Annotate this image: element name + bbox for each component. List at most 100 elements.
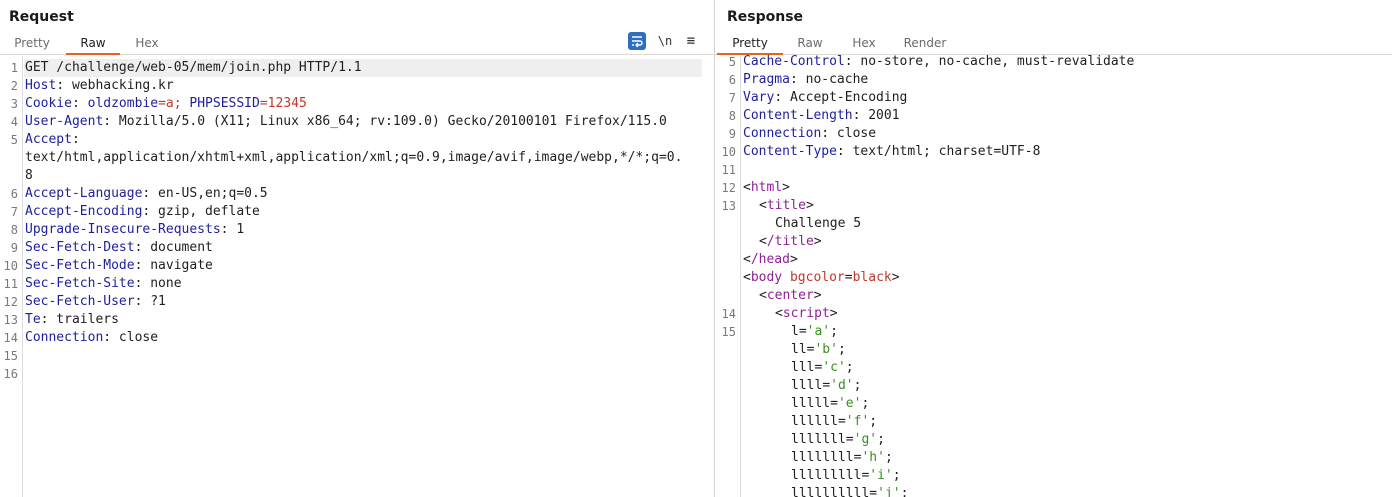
response-line: llllllllll='j';: [791, 485, 908, 497]
line-number: 1: [10, 61, 18, 75]
js-string: 'e': [837, 396, 862, 411]
header-name: Cookie: [25, 96, 72, 111]
js-variable: llllllll: [791, 450, 854, 465]
header-value: : ?1: [134, 294, 166, 309]
request-line: Host: webhacking.kr: [25, 77, 174, 95]
line-number: 10: [3, 259, 18, 273]
response-line: <script>: [775, 306, 838, 321]
header-name: Connection: [743, 126, 822, 141]
header-name: Connection: [25, 330, 104, 345]
header-value: : document: [134, 240, 213, 255]
header-name: Vary: [743, 90, 775, 105]
response-line: Content-Length: 2001: [743, 107, 900, 125]
js-variable: llllll: [791, 414, 838, 429]
response-line: lllllll='g';: [791, 432, 885, 447]
header-value: : trailers: [40, 312, 119, 327]
line-number: 10: [721, 145, 736, 159]
js-variable: l: [791, 324, 799, 339]
response-line: llllllll='h';: [791, 450, 893, 465]
header-value: : en-US,en;q=0.5: [142, 186, 268, 201]
line-number: 2: [10, 79, 18, 93]
line-number: 13: [721, 199, 736, 213]
response-line: <title>: [759, 198, 814, 213]
header-value: : 2001: [852, 108, 900, 123]
response-tab-render[interactable]: Render: [903, 36, 947, 50]
line-number: 3: [10, 97, 18, 111]
header-value: : none: [134, 276, 182, 291]
header-value: :: [71, 96, 88, 111]
cookie-name: PHPSESSID: [189, 96, 260, 111]
wrap-lines-icon[interactable]: [628, 32, 646, 50]
header-value: : Accept-Encoding: [774, 90, 908, 105]
line-number: 14: [3, 331, 18, 345]
line-number: 15: [721, 325, 736, 339]
header-name: Sec-Fetch-Site: [25, 276, 135, 291]
request-line: Te: trailers: [25, 311, 119, 329]
line-number: 9: [10, 241, 18, 255]
request-line: Sec-Fetch-Dest: document: [25, 239, 213, 257]
request-line-gutter: 1 2 3 4 5 6 7 8 9 10 11 12 13 14 15 16: [0, 56, 23, 497]
request-line-text: GET /challenge/web-05/mem/join.php HTTP/…: [25, 60, 362, 75]
current-line-highlight: [24, 59, 702, 77]
response-editor[interactable]: 5 6 7 8 9 10 11 12 13 14 15 Cache-Contro…: [715, 54, 1392, 497]
line-number: 5: [10, 133, 18, 147]
line-number: 14: [721, 307, 736, 321]
request-tab-pretty[interactable]: Pretty: [14, 36, 50, 50]
html-tag: title: [766, 198, 806, 213]
line-number: 12: [3, 295, 18, 309]
request-line: Sec-Fetch-User: ?1: [25, 293, 166, 311]
line-number: 7: [728, 91, 736, 105]
header-value: :: [71, 132, 80, 147]
pane-divider[interactable]: [714, 0, 715, 497]
cookie-name: oldzombie: [87, 96, 159, 111]
newline-toggle-button[interactable]: \n: [657, 34, 673, 48]
html-tag: /head: [750, 252, 790, 267]
line-number: 6: [10, 187, 18, 201]
line-number: 7: [10, 205, 18, 219]
request-line: 8: [25, 168, 33, 183]
request-line: Upgrade-Insecure-Requests: 1: [25, 221, 244, 239]
response-line: Vary: Accept-Encoding: [743, 89, 907, 107]
html-attribute: bgcolor: [789, 270, 845, 285]
header-value: : gzip, deflate: [142, 204, 260, 219]
request-line: GET /challenge/web-05/mem/join.php HTTP/…: [25, 59, 362, 77]
js-variable: ll: [791, 342, 807, 357]
request-line: User-Agent: Mozilla/5.0 (X11; Linux x86_…: [25, 113, 667, 131]
menu-icon[interactable]: ≡: [686, 33, 696, 49]
header-name: Sec-Fetch-User: [25, 294, 135, 309]
cookie-value: =12345: [259, 96, 307, 111]
response-line: <center>: [759, 288, 822, 303]
response-line: <html>: [743, 180, 790, 195]
request-line: Accept:: [25, 131, 80, 149]
header-value: : webhacking.kr: [56, 78, 174, 93]
response-line: Pragma: no-cache: [743, 71, 868, 89]
line-number: 11: [721, 163, 736, 177]
js-string: 'h': [861, 450, 885, 465]
header-value: : Mozilla/5.0 (X11; Linux x86_64; rv:109…: [103, 114, 667, 129]
line-number: 8: [728, 109, 736, 123]
request-line: Cookie: oldzombie=a; PHPSESSID=12345: [25, 95, 307, 113]
response-tab-hex[interactable]: Hex: [852, 36, 876, 50]
js-string: 'c': [822, 360, 846, 375]
response-line: llllll='f';: [791, 414, 878, 429]
header-name: Te: [25, 312, 41, 327]
js-string: 'j': [877, 486, 901, 497]
request-editor[interactable]: 1 2 3 4 5 6 7 8 9 10 11 12 13 14 15 16 G…: [0, 56, 714, 497]
js-variable: lllll: [791, 396, 831, 411]
line-number: 5: [728, 55, 736, 69]
line-number: 13: [3, 313, 18, 327]
request-line: text/html,application/xhtml+xml,applicat…: [25, 150, 683, 165]
response-line-gutter: 5 6 7 8 9 10 11 12 13 14 15: [715, 55, 741, 497]
response-tab-raw[interactable]: Raw: [797, 36, 823, 50]
header-name: Accept-Encoding: [25, 204, 143, 219]
line-number: 8: [10, 223, 18, 237]
request-tab-hex[interactable]: Hex: [135, 36, 159, 50]
header-name: User-Agent: [25, 114, 104, 129]
response-tab-pretty[interactable]: Pretty: [717, 35, 783, 55]
request-tabs: Pretty Raw Hex: [0, 35, 714, 55]
js-string: 'i': [869, 468, 893, 483]
request-tab-raw[interactable]: Raw: [66, 35, 120, 55]
response-line: lllll='e';: [791, 396, 870, 411]
line-number: 12: [721, 181, 736, 195]
js-string: 'g': [853, 432, 878, 447]
